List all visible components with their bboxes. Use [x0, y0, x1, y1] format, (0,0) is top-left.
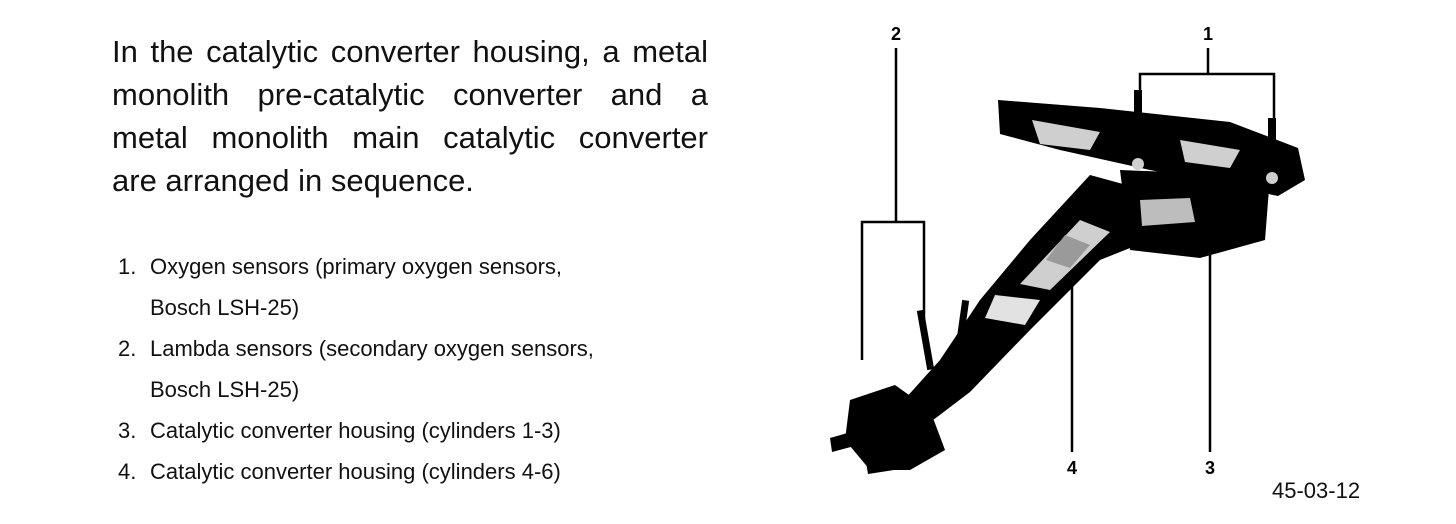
callout-2: 2: [891, 24, 901, 44]
legend-item: 4. Catalytic converter housing (cylinder…: [118, 451, 594, 492]
catalytic-converter-illustration: 1 2 3 4: [830, 24, 1305, 478]
catalytic-converter-figure: 1 2 3 4: [800, 0, 1456, 524]
legend-text-continued: Bosch LSH-25): [150, 377, 300, 402]
legend-number: 2.: [118, 336, 137, 361]
legend-item: 2. Lambda sensors (secondary oxygen sens…: [118, 328, 594, 410]
legend-number: 3.: [118, 418, 137, 443]
callout-leader-lines: [860, 48, 1276, 452]
legend-text: Catalytic converter housing (cylinders 4…: [150, 459, 561, 484]
legend-item: 1. Oxygen sensors (primary oxygen sensor…: [118, 246, 594, 328]
lambda-sensor-probes: [916, 299, 970, 371]
intro-line: In the catalytic converter housing, a me…: [112, 34, 708, 69]
exhaust-assembly: [830, 100, 1305, 474]
legend-item: 3. Catalytic converter housing (cylinder…: [118, 410, 594, 451]
intro-line: metal monolith main catalytic converter: [112, 120, 708, 155]
callout-4: 4: [1067, 458, 1077, 478]
callout-1: 1: [1203, 24, 1213, 44]
legend-text: Catalytic converter housing (cylinders 1…: [150, 418, 561, 443]
intro-line: monolith pre-catalytic converter and a: [112, 77, 708, 112]
legend-text-continued: Bosch LSH-25): [150, 295, 300, 320]
oxygen-sensor-probes: [1132, 90, 1278, 184]
legend-text: Lambda sensors (secondary oxygen sensors…: [150, 336, 594, 361]
intro-paragraph: In the catalytic converter housing, a me…: [112, 30, 708, 202]
legend-text: Oxygen sensors (primary oxygen sensors,: [150, 254, 563, 279]
legend-number: 4.: [118, 459, 137, 484]
callout-3: 3: [1205, 458, 1215, 478]
figure-reference: 45-03-12: [1272, 478, 1361, 503]
legend-list: 1. Oxygen sensors (primary oxygen sensor…: [118, 246, 594, 492]
intro-line: are arranged in sequence.: [112, 163, 474, 198]
legend-number: 1.: [118, 254, 137, 279]
